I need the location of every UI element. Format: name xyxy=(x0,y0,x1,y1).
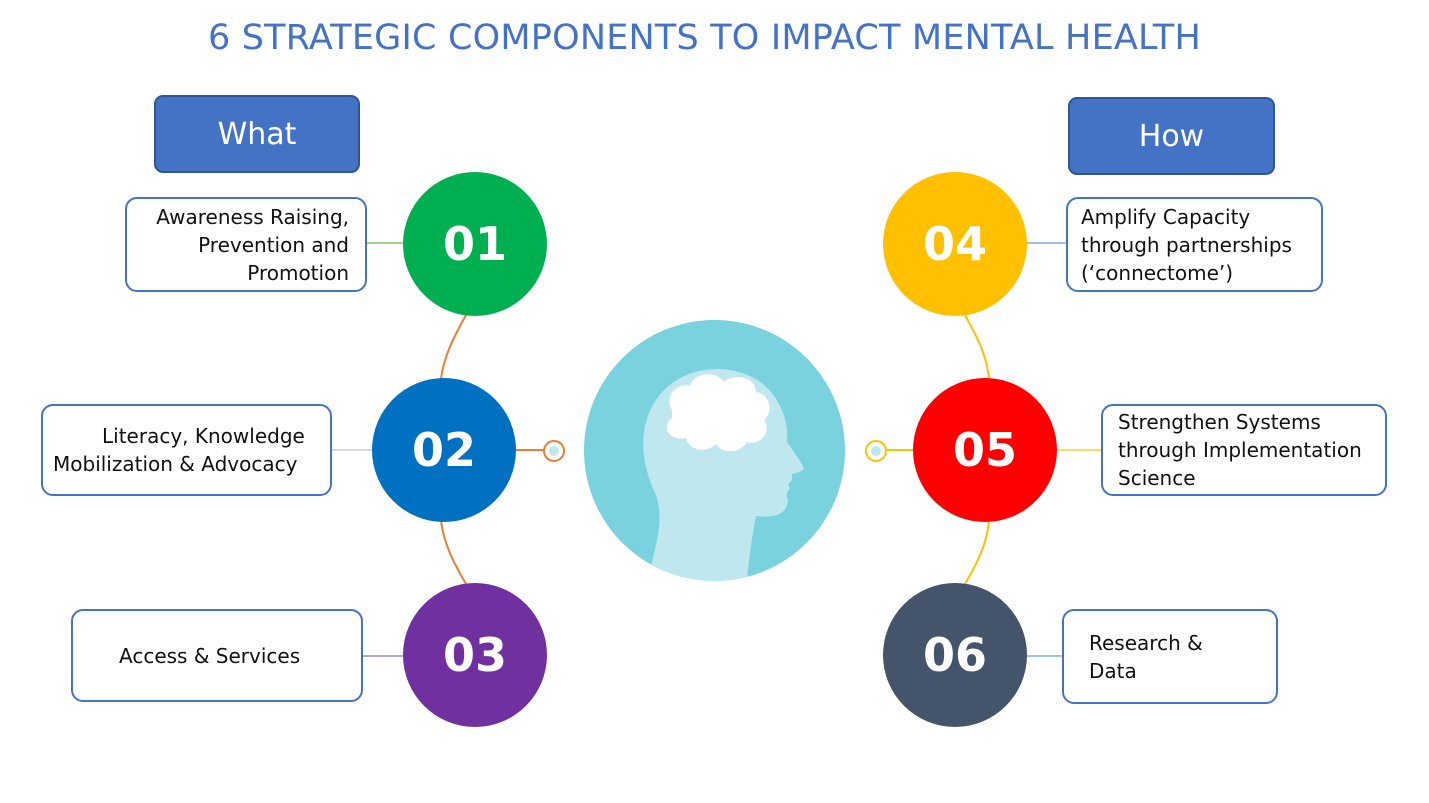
component-06-box: Research & Data xyxy=(1062,609,1278,704)
component-02-circle: 02 xyxy=(372,378,516,522)
connector-01-02 xyxy=(440,314,467,380)
component-05-box: Strengthen Systems through Implementatio… xyxy=(1101,404,1387,496)
connector-05-06 xyxy=(964,520,990,585)
component-06-circle: 06 xyxy=(883,583,1027,727)
component-03-box: Access & Services xyxy=(71,609,363,702)
connector-02-03 xyxy=(440,520,467,585)
component-04-circle: 04 xyxy=(883,172,1027,316)
component-04-box: Amplify Capacity through partnerships (‘… xyxy=(1066,197,1323,292)
brain-head-icon xyxy=(584,320,845,581)
what-header: What xyxy=(154,95,360,173)
component-02-box: Literacy, Knowledge Mobilization & Advoc… xyxy=(41,404,332,496)
how-header: How xyxy=(1068,97,1275,175)
component-01-box: Awareness Raising, Prevention and Promot… xyxy=(125,197,367,292)
component-01-circle: 01 xyxy=(403,172,547,316)
component-05-circle: 05 xyxy=(913,378,1057,522)
connector-04-05 xyxy=(964,314,990,380)
page-title: 6 STRATEGIC COMPONENTS TO IMPACT MENTAL … xyxy=(207,18,1202,58)
component-03-circle: 03 xyxy=(403,583,547,727)
